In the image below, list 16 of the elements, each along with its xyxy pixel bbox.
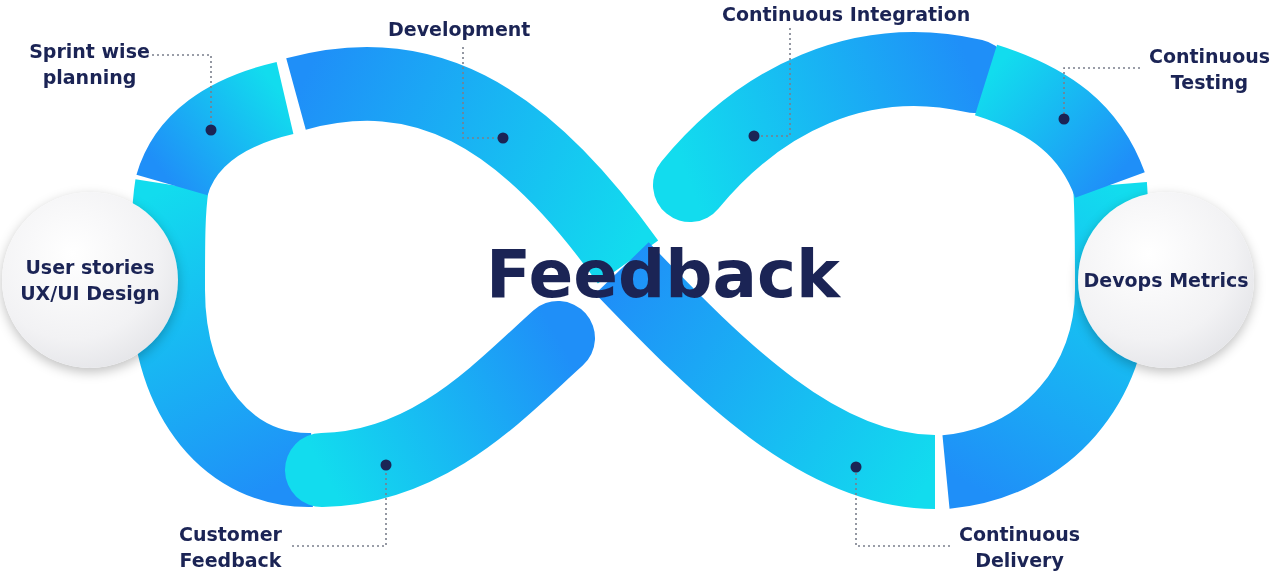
leader-line xyxy=(1058,67,1141,125)
leader-line xyxy=(850,461,951,547)
stage-circle: User stories UX/UI Design xyxy=(2,192,178,368)
stage-circle: Devops Metrics xyxy=(1078,192,1254,368)
loop-segment xyxy=(137,62,295,198)
leader-line xyxy=(748,27,791,142)
leader-line xyxy=(151,54,217,136)
leader-line xyxy=(291,459,392,547)
stage-label: Sprint wise planning xyxy=(22,38,157,90)
loop-segment xyxy=(285,301,595,507)
loop-segment xyxy=(974,44,1145,199)
stage-label: Continuous Integration xyxy=(722,1,984,27)
stage-label: Continuous Testing xyxy=(1142,43,1277,95)
stage-label: Continuous Delivery xyxy=(952,521,1087,573)
stage-label: Customer Feedback xyxy=(168,521,293,573)
stage-label: Development xyxy=(388,16,548,42)
